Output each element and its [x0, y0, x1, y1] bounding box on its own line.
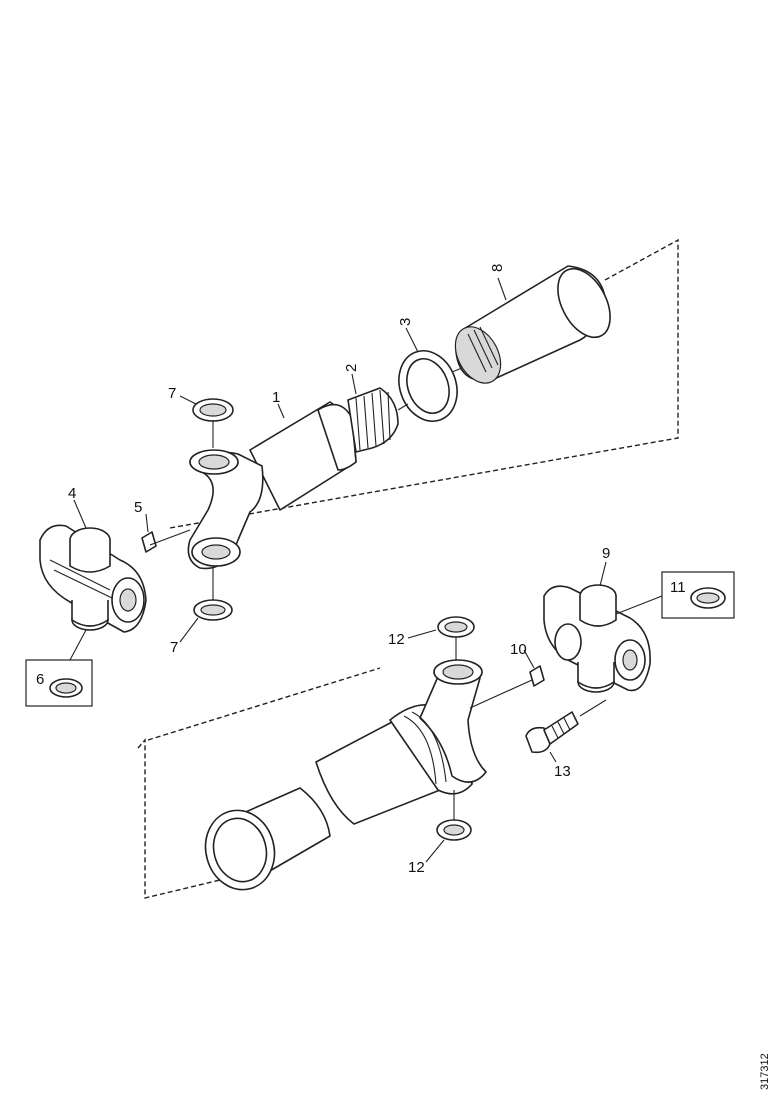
callout-labels: 1 2 3 4 5 6 7 7 8 9 10 11 12 12 13: [36, 264, 686, 876]
bearing-cap-part-12-bottom: [436, 819, 472, 841]
callout-6: 6: [36, 671, 44, 688]
universal-joint-part-4: [39, 524, 147, 633]
yoke-tube-part-1: [187, 401, 357, 570]
assembly-axis-lines: [149, 367, 533, 709]
callout-8: 8: [489, 264, 506, 272]
callout-11: 11: [670, 579, 686, 596]
lower-slip-tube-end: [204, 787, 331, 891]
universal-joint-part-9: [543, 584, 651, 693]
callout-2: 2: [343, 364, 360, 372]
seal-ring-part-3: [398, 350, 458, 422]
callout-4: 4: [68, 485, 76, 502]
slip-tube-part-8: [454, 265, 611, 384]
lower-yoke-tube: [315, 659, 487, 825]
callout-9: 9: [602, 545, 610, 562]
grease-fitting-part-10: [523, 649, 545, 687]
bearing-cap-part-7-bottom: [193, 599, 233, 621]
inset-box-part-11: [615, 571, 735, 619]
callout-7-top: 7: [168, 385, 176, 402]
upper-dashed-bracket: [169, 238, 679, 529]
bearing-cap-part-12-top: [437, 616, 475, 638]
bolt-part-13: [525, 699, 607, 763]
callout-12-top: 12: [388, 631, 405, 648]
callout-5: 5: [134, 499, 142, 516]
bearing-cap-part-7-top: [192, 398, 234, 422]
spline-shaft-part-2: [347, 387, 399, 453]
callout-3: 3: [397, 318, 414, 326]
callout-7-bottom: 7: [170, 639, 178, 656]
lower-dashed-bracket: [137, 667, 381, 899]
callout-1: 1: [272, 389, 280, 406]
callout-10: 10: [510, 641, 527, 658]
reference-code: 317312: [759, 1053, 771, 1090]
callout-13: 13: [554, 763, 571, 780]
inset-box-part-6: [25, 629, 93, 707]
callout-12-bottom: 12: [408, 859, 425, 876]
grease-fitting-part-5: [141, 513, 157, 553]
